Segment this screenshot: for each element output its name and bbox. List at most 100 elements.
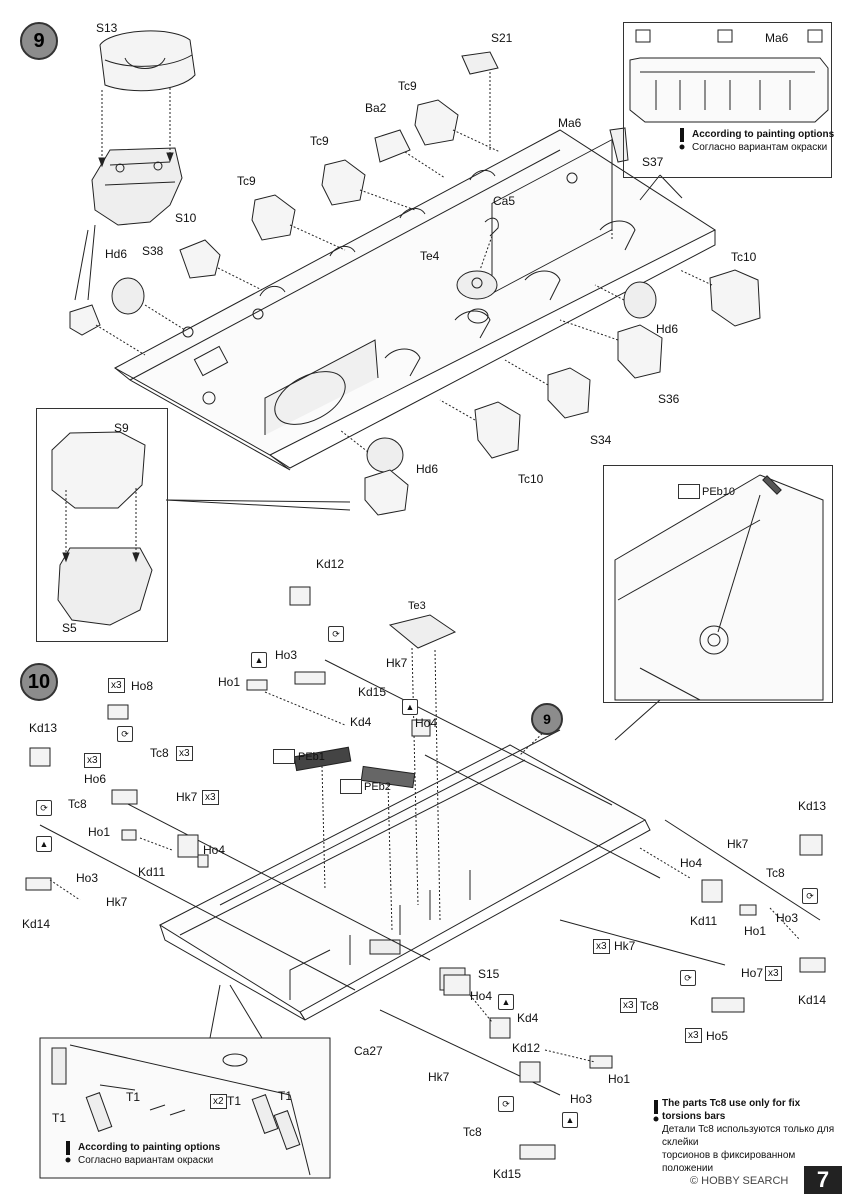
label-tc8-d: Tc8 — [640, 999, 659, 1013]
multiplier-x3: x3 — [84, 753, 101, 768]
label-ho1-b: Ho1 — [88, 825, 111, 839]
label-s34: S34 — [590, 433, 612, 447]
label-ho4-d: Ho4 — [470, 989, 493, 1003]
step-reference-9: 9 — [531, 703, 563, 735]
s21-part — [461, 51, 499, 75]
label-tc9-c: Tc9 — [398, 79, 417, 93]
multiplier-x3: x3 — [593, 939, 610, 954]
label-t1-b: T1 — [52, 1111, 67, 1125]
label-tc8-a: Tc8 — [150, 746, 169, 760]
label-ca27: Ca27 — [354, 1044, 383, 1058]
label-kd13-a: Kd13 — [29, 721, 58, 735]
watermark: © HOBBY SEARCH — [690, 1175, 789, 1187]
label-tc8-e: Tc8 — [463, 1125, 482, 1139]
label-tc9-b: Tc9 — [310, 134, 329, 148]
label-ho4-a: Ho4 — [415, 716, 438, 730]
tc8-note-ru2: торсионов в фиксированном положении — [662, 1150, 796, 1174]
multiplier-x3: x3 — [176, 746, 193, 761]
label-t1-a: T1 — [126, 1090, 141, 1104]
label-ma6: Ma6 — [558, 116, 582, 130]
label-ho3-b: Ho3 — [76, 871, 99, 885]
painting-note-top-en: According to painting options — [692, 129, 835, 140]
label-te3: Te3 — [408, 600, 426, 612]
exclamation-icon — [62, 1141, 74, 1163]
photo-etch-icon — [678, 484, 700, 499]
label-hk7-d: Hk7 — [727, 837, 749, 851]
t1-inset — [39, 984, 331, 1179]
label-ma6-inset: Ma6 — [765, 31, 789, 45]
label-tc8-c: Tc8 — [766, 866, 785, 880]
label-ho3-a: Ho3 — [275, 648, 298, 662]
rotate-icon: ⟳ — [680, 970, 696, 986]
multiplier-x2: x2 — [210, 1094, 227, 1109]
label-kd15-a: Kd15 — [358, 685, 387, 699]
label-peb10: PEb10 — [702, 486, 736, 498]
painting-note-top: According to painting options Согласно в… — [692, 128, 834, 154]
s9-s5-inset — [51, 431, 351, 626]
label-kd11-a: Kd11 — [138, 865, 166, 879]
label-kd12-a: Kd12 — [316, 557, 345, 571]
multiplier-x3: x3 — [108, 678, 125, 693]
label-hk7-e: Hk7 — [614, 939, 636, 953]
tc8-note-en: The parts Tc8 use only for fix torsions … — [662, 1098, 801, 1122]
exclamation-icon — [676, 128, 688, 150]
te4-part — [456, 270, 498, 324]
label-peb1: PEb1 — [298, 751, 325, 763]
label-kd4-a: Kd4 — [350, 715, 372, 729]
exclamation-icon — [650, 1100, 662, 1122]
label-kd11-b: Kd11 — [690, 914, 718, 928]
rotate-icon: ⟳ — [802, 888, 818, 904]
label-ho6: Ho6 — [84, 772, 107, 786]
label-hd6-a: Hd6 — [105, 247, 128, 261]
label-s10: S10 — [175, 211, 197, 225]
label-kd14-a: Kd14 — [22, 917, 51, 931]
torsion-bars — [39, 659, 821, 1096]
s13-part — [99, 30, 196, 92]
label-ca5: Ca5 — [493, 194, 516, 208]
s9-s5-inset-box — [36, 408, 168, 642]
multiplier-x3: x3 — [685, 1028, 702, 1043]
label-hd6-b: Hd6 — [656, 322, 679, 336]
rotate-icon: ⟳ — [328, 626, 344, 642]
label-ho1-c: Ho1 — [744, 924, 767, 938]
cement-icon: ▲ — [251, 652, 267, 668]
label-s38: S38 — [142, 244, 164, 258]
step-number-9: 9 — [20, 22, 58, 60]
multiplier-x3: x3 — [202, 790, 219, 805]
rotate-icon: ⟳ — [36, 800, 52, 816]
label-tc8-b: Tc8 — [68, 797, 87, 811]
rotate-icon: ⟳ — [117, 726, 133, 742]
painting-note-top-ru: Согласно вариантам окраски — [692, 142, 828, 153]
label-hk7-b: Hk7 — [176, 790, 198, 804]
label-t1-d: T1 — [278, 1089, 293, 1103]
painting-options-inset-box — [623, 22, 832, 178]
label-s36: S36 — [658, 392, 680, 406]
photo-etch-icon — [340, 779, 362, 794]
label-tc10-b: Tc10 — [518, 472, 544, 486]
label-s9: S9 — [114, 421, 129, 435]
painting-note-bottom-en: According to painting options — [78, 1142, 221, 1153]
label-kd13-b: Kd13 — [798, 799, 827, 813]
cement-icon: ▲ — [402, 699, 418, 715]
tc8-note: The parts Tc8 use only for fix torsions … — [662, 1097, 842, 1175]
label-ho4-b: Ho4 — [203, 843, 226, 857]
peb10-inset-box — [603, 465, 833, 703]
label-ho8: Ho8 — [131, 679, 154, 693]
tc9-parts — [251, 99, 459, 241]
rotate-icon: ⟳ — [498, 1096, 514, 1112]
label-tc9-a: Tc9 — [237, 174, 256, 188]
assembly-arrows — [49, 691, 801, 1063]
label-ho1-a: Ho1 — [218, 675, 241, 689]
painting-note-bottom-ru: Согласно вариантам окраски — [78, 1155, 214, 1166]
peb10-inset — [614, 474, 824, 741]
cement-icon: ▲ — [562, 1112, 578, 1128]
label-kd12-b: Kd12 — [512, 1041, 541, 1055]
upper-hull-plate — [113, 129, 717, 471]
label-s21: S21 — [491, 31, 513, 45]
te3-part — [388, 614, 457, 921]
s10-part — [91, 147, 183, 226]
label-ho1-d: Ho1 — [608, 1072, 631, 1086]
label-t1-c: T1 — [227, 1094, 242, 1108]
